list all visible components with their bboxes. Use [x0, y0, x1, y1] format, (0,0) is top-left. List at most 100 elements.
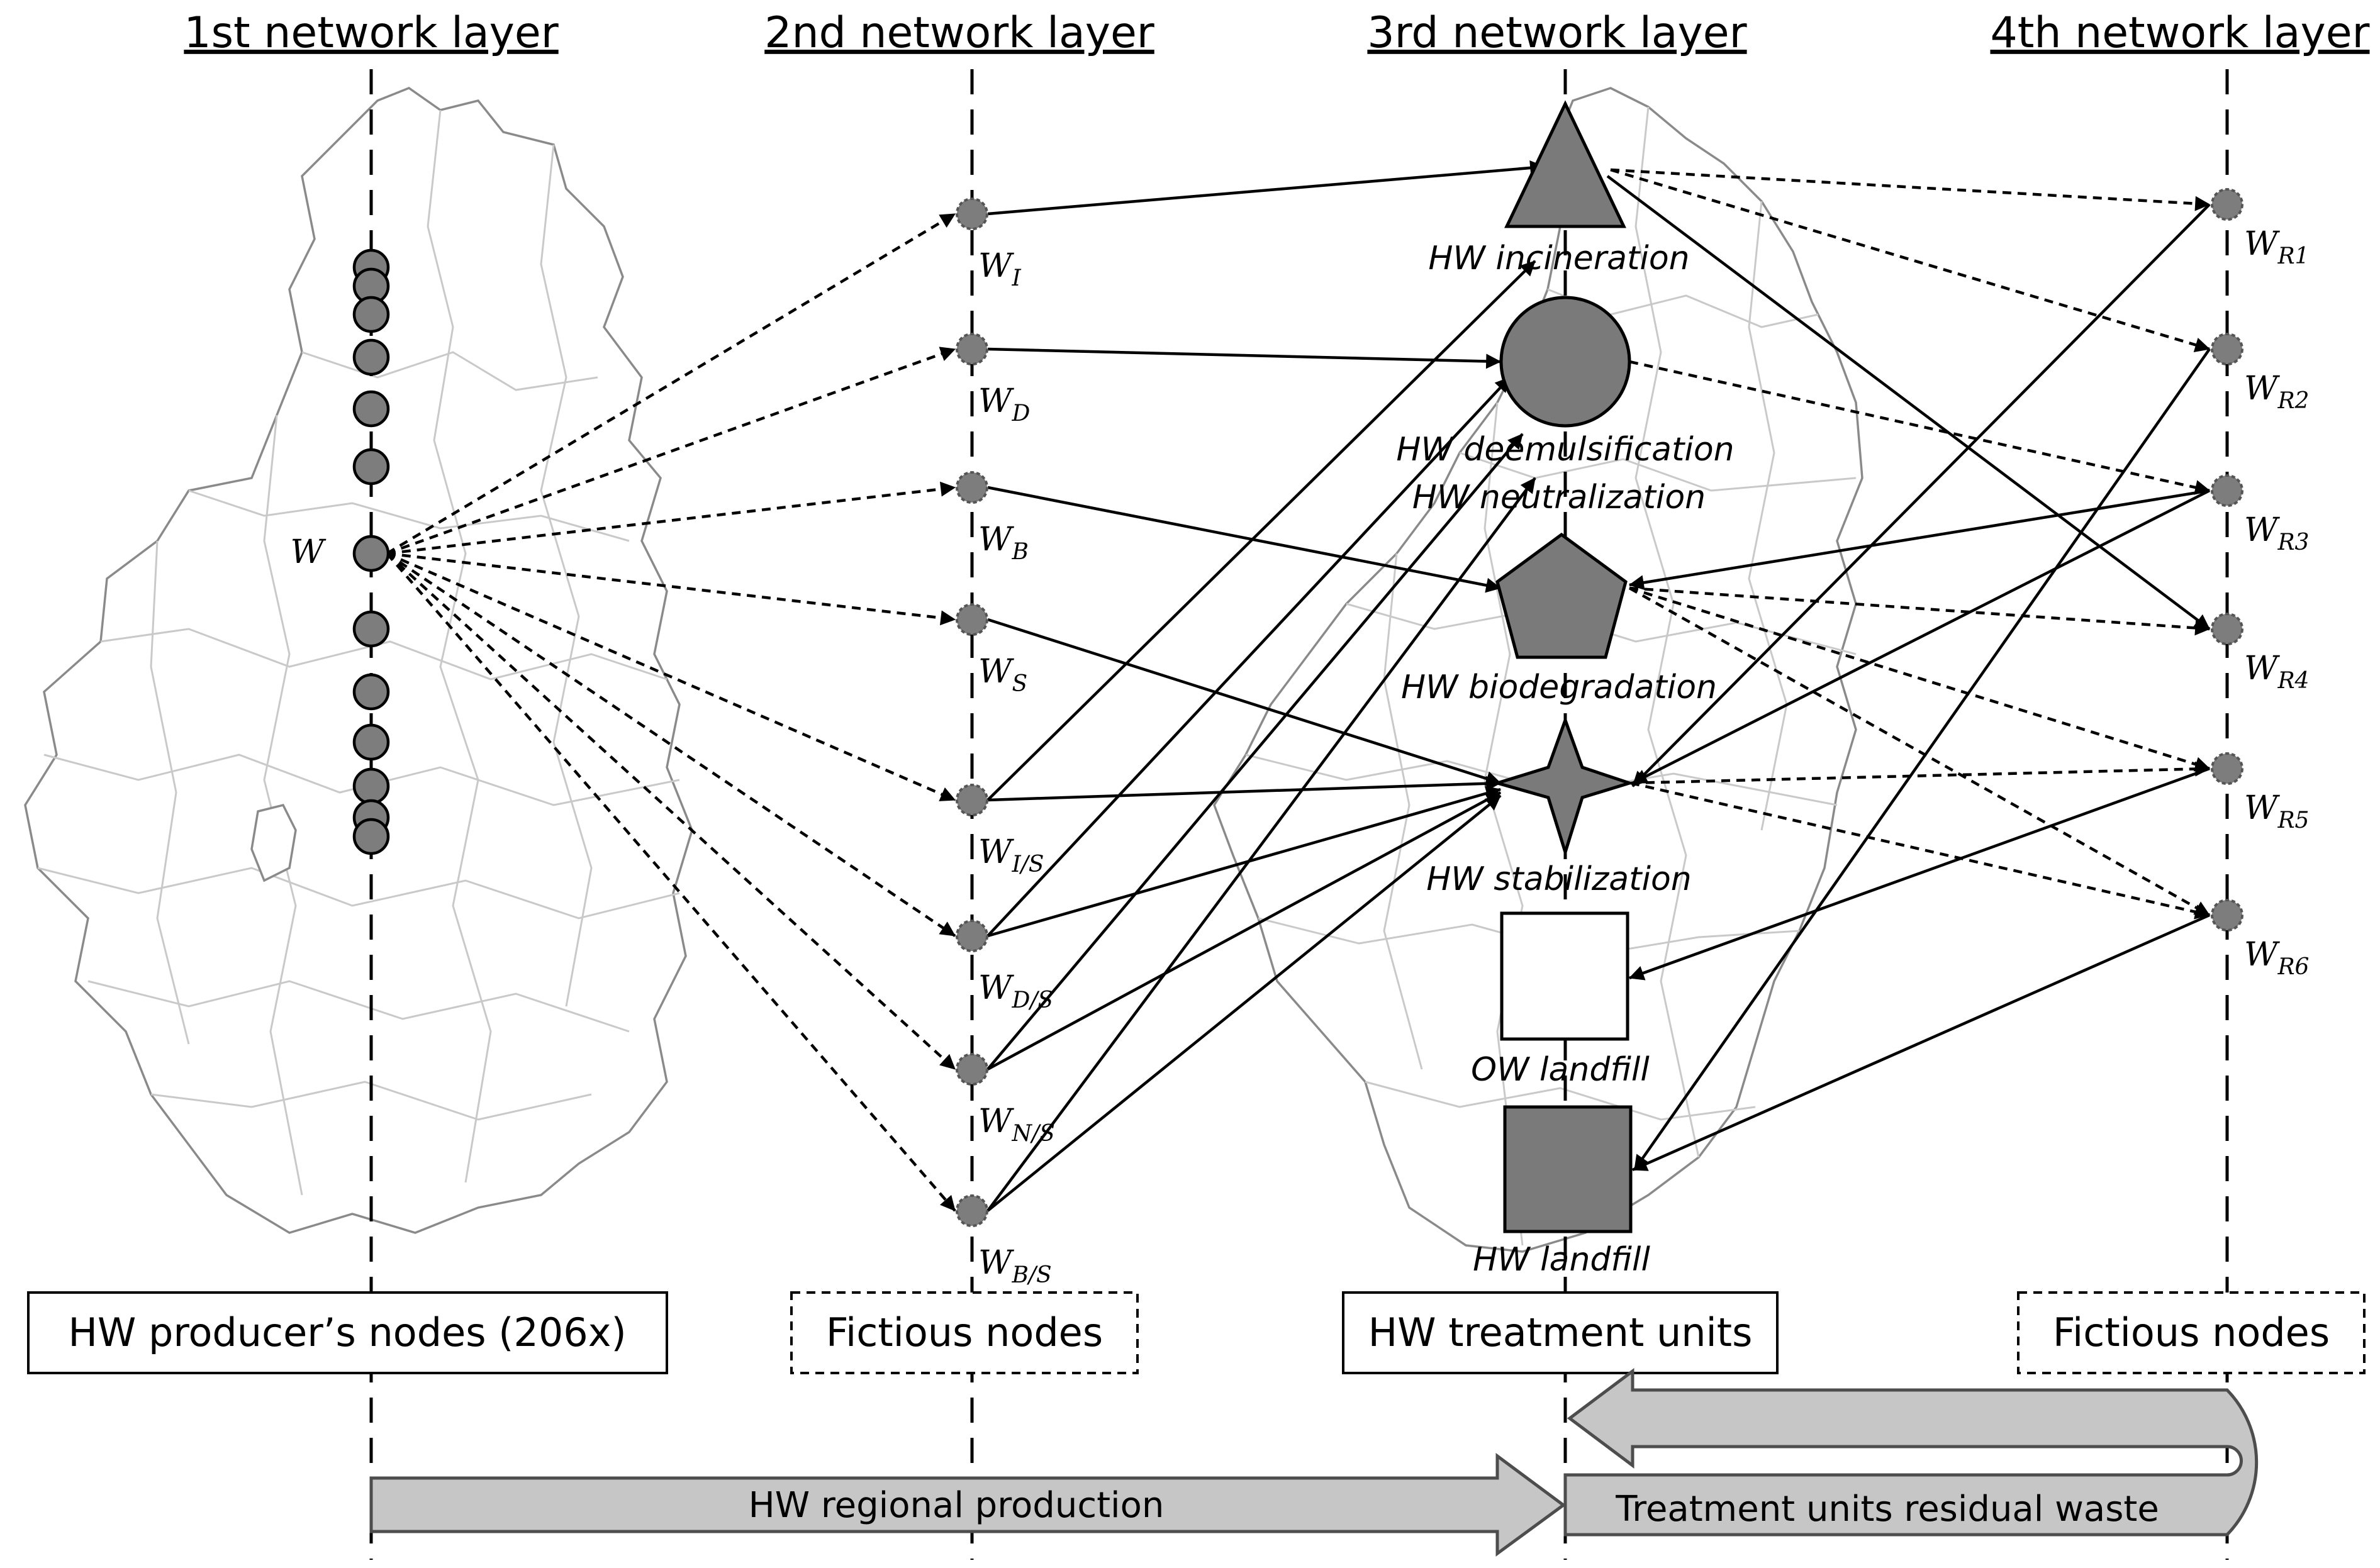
fictitious-output-label: WR3 [2244, 511, 2309, 555]
fictitious-output-label-sub: R3 [2277, 530, 2309, 555]
solid-flow-edge [1633, 348, 2211, 1171]
producer-node [352, 296, 390, 333]
fictitious-input-label-sub: B/S [1011, 1262, 1051, 1288]
treatment-units-box-label: HW treatment units [1368, 1309, 1753, 1355]
fictitious-nodes-box-left-label: Fictious nodes [826, 1309, 1103, 1355]
solid-flow-edge [986, 260, 1536, 801]
fictitious-output-node [2211, 752, 2243, 785]
fictitious-input-label-sub: B [1011, 539, 1028, 565]
fictitious-output-label-base: W [2244, 650, 2280, 687]
fictitious-input-label-base: W [978, 1244, 1014, 1282]
deemulsification-label: HW deemulsification [1396, 431, 1734, 469]
stabilization-unit-icon [1492, 715, 1635, 858]
bottom-labels: HW producer’s nodes (206x) Fictious node… [27, 1291, 2366, 1374]
fictitious-output-label: WR1 [2244, 225, 2309, 269]
fictitious-output-label-base: W [2244, 511, 2280, 549]
fictitious-input-node [956, 333, 988, 365]
biodegradation-label: HW biodegradation [1401, 669, 1717, 706]
producer-nodes-box [27, 1291, 668, 1374]
solid-flow-edge [1631, 913, 2210, 1172]
producer-node [352, 818, 390, 855]
fictitious-input-node [956, 471, 988, 504]
fictitious-input-node [956, 920, 988, 952]
hw-landfill-unit-icon [1503, 1105, 1633, 1233]
dashed-flow-edge [1629, 586, 2211, 636]
fictitious-input-label: WD/S [978, 969, 1053, 1013]
hw-landfill-label: HW landfill [1473, 1241, 1650, 1279]
fictitious-input-label: WD [978, 382, 1030, 426]
fictitious-input-label-base: W [978, 247, 1014, 285]
residual-waste-arrow [1563, 1368, 2259, 1537]
residual-waste-label: Treatment units residual waste [1615, 1489, 2159, 1530]
producer-node-label: W [291, 533, 327, 571]
region-map-left [24, 87, 693, 1234]
dashed-flow-edge [386, 552, 956, 1070]
regional-production-label: HW regional production [749, 1485, 1165, 1526]
incineration-label: HW incineration [1428, 240, 1689, 277]
fictitious-output-label-base: W [2244, 370, 2280, 408]
producer-nodes-box-label: HW producer’s nodes (206x) [68, 1309, 626, 1355]
dashed-flow-edge [1629, 586, 2211, 772]
fictitious-input-node [956, 784, 988, 816]
fictitious-output-label-sub: R4 [2277, 668, 2309, 694]
fictitious-output-label: WR4 [2244, 650, 2309, 694]
fictitious-output-label: WR5 [2244, 789, 2309, 833]
producer-node [352, 448, 390, 486]
fictitious-input-label: WI [978, 247, 1021, 291]
dashed-flow-edge [1629, 360, 2211, 495]
fictitious-input-node [956, 603, 988, 636]
producer-node [352, 338, 390, 376]
fictitious-output-label-base: W [2244, 225, 2280, 263]
fictitious-input-label-sub: D [1011, 401, 1030, 426]
solid-flow-edge [987, 347, 1502, 369]
dashed-flow-edge [386, 481, 956, 555]
fictitious-input-label-sub: S [1012, 671, 1027, 697]
solid-flow-edge [987, 486, 1502, 593]
fictitious-output-node [2211, 474, 2243, 507]
fictitious-output-label-base: W [2244, 936, 2280, 974]
solid-flow-edge [1631, 203, 2211, 787]
dashed-flow-edge [1610, 168, 2211, 352]
fictitious-output-label-sub: R6 [2277, 954, 2309, 980]
fictitious-input-label-base: W [978, 833, 1014, 871]
layer-2-title: 2nd network layer [764, 8, 1154, 58]
fictitious-input-node [956, 197, 988, 230]
producer-node [352, 610, 390, 648]
producer-nodes [352, 248, 390, 855]
fictitious-nodes-box-right [2017, 1291, 2366, 1374]
neutralization-biodegradation-unit-icon [1495, 532, 1628, 659]
solid-flow-edge [986, 791, 1502, 1070]
fictitious-input-label-base: W [978, 969, 1014, 1007]
solid-flow-edge [1628, 489, 2210, 591]
fictitious-input-label-base: W [978, 653, 1014, 691]
layer-4-title: 4th network layer [1990, 8, 2369, 58]
dashed-flow-edge [386, 213, 956, 555]
solid-flow-edge [987, 160, 1546, 216]
treatment-units: HW incineration HW deemulsification HW n… [1396, 100, 1735, 1279]
producer-node [352, 390, 390, 428]
deemulsification-unit-icon [1499, 296, 1631, 428]
fictitious-input-label: WS [978, 653, 1027, 697]
ow-landfill-label: OW landfill [1471, 1051, 1650, 1089]
flow-edges [386, 160, 2211, 1212]
solid-flow-edge [987, 618, 1502, 786]
fictitious-output-label-sub: R1 [2277, 243, 2309, 269]
solid-flow-edge [1631, 489, 2211, 785]
fictitious-nodes-box-right-label: Fictious nodes [2053, 1309, 2330, 1355]
fictitious-output-label-sub: R2 [2277, 388, 2309, 414]
fictitious-input-label: WI/S [978, 833, 1044, 877]
fictitious-nodes-box-left [790, 1291, 1139, 1374]
regional-production-arrow [369, 1453, 1567, 1557]
fictitious-output-node [2211, 188, 2243, 221]
solid-flow-edge [987, 786, 1502, 938]
fictitious-output-label: WR2 [2244, 370, 2309, 414]
fictitious-output-node [2211, 333, 2243, 365]
fictitious-output-node [2211, 613, 2243, 645]
neutralization-label: HW neutralization [1412, 479, 1706, 516]
dashed-flow-edge [1628, 587, 2211, 916]
dashed-flow-edge [386, 347, 956, 555]
dashed-flow-edge [386, 552, 956, 626]
